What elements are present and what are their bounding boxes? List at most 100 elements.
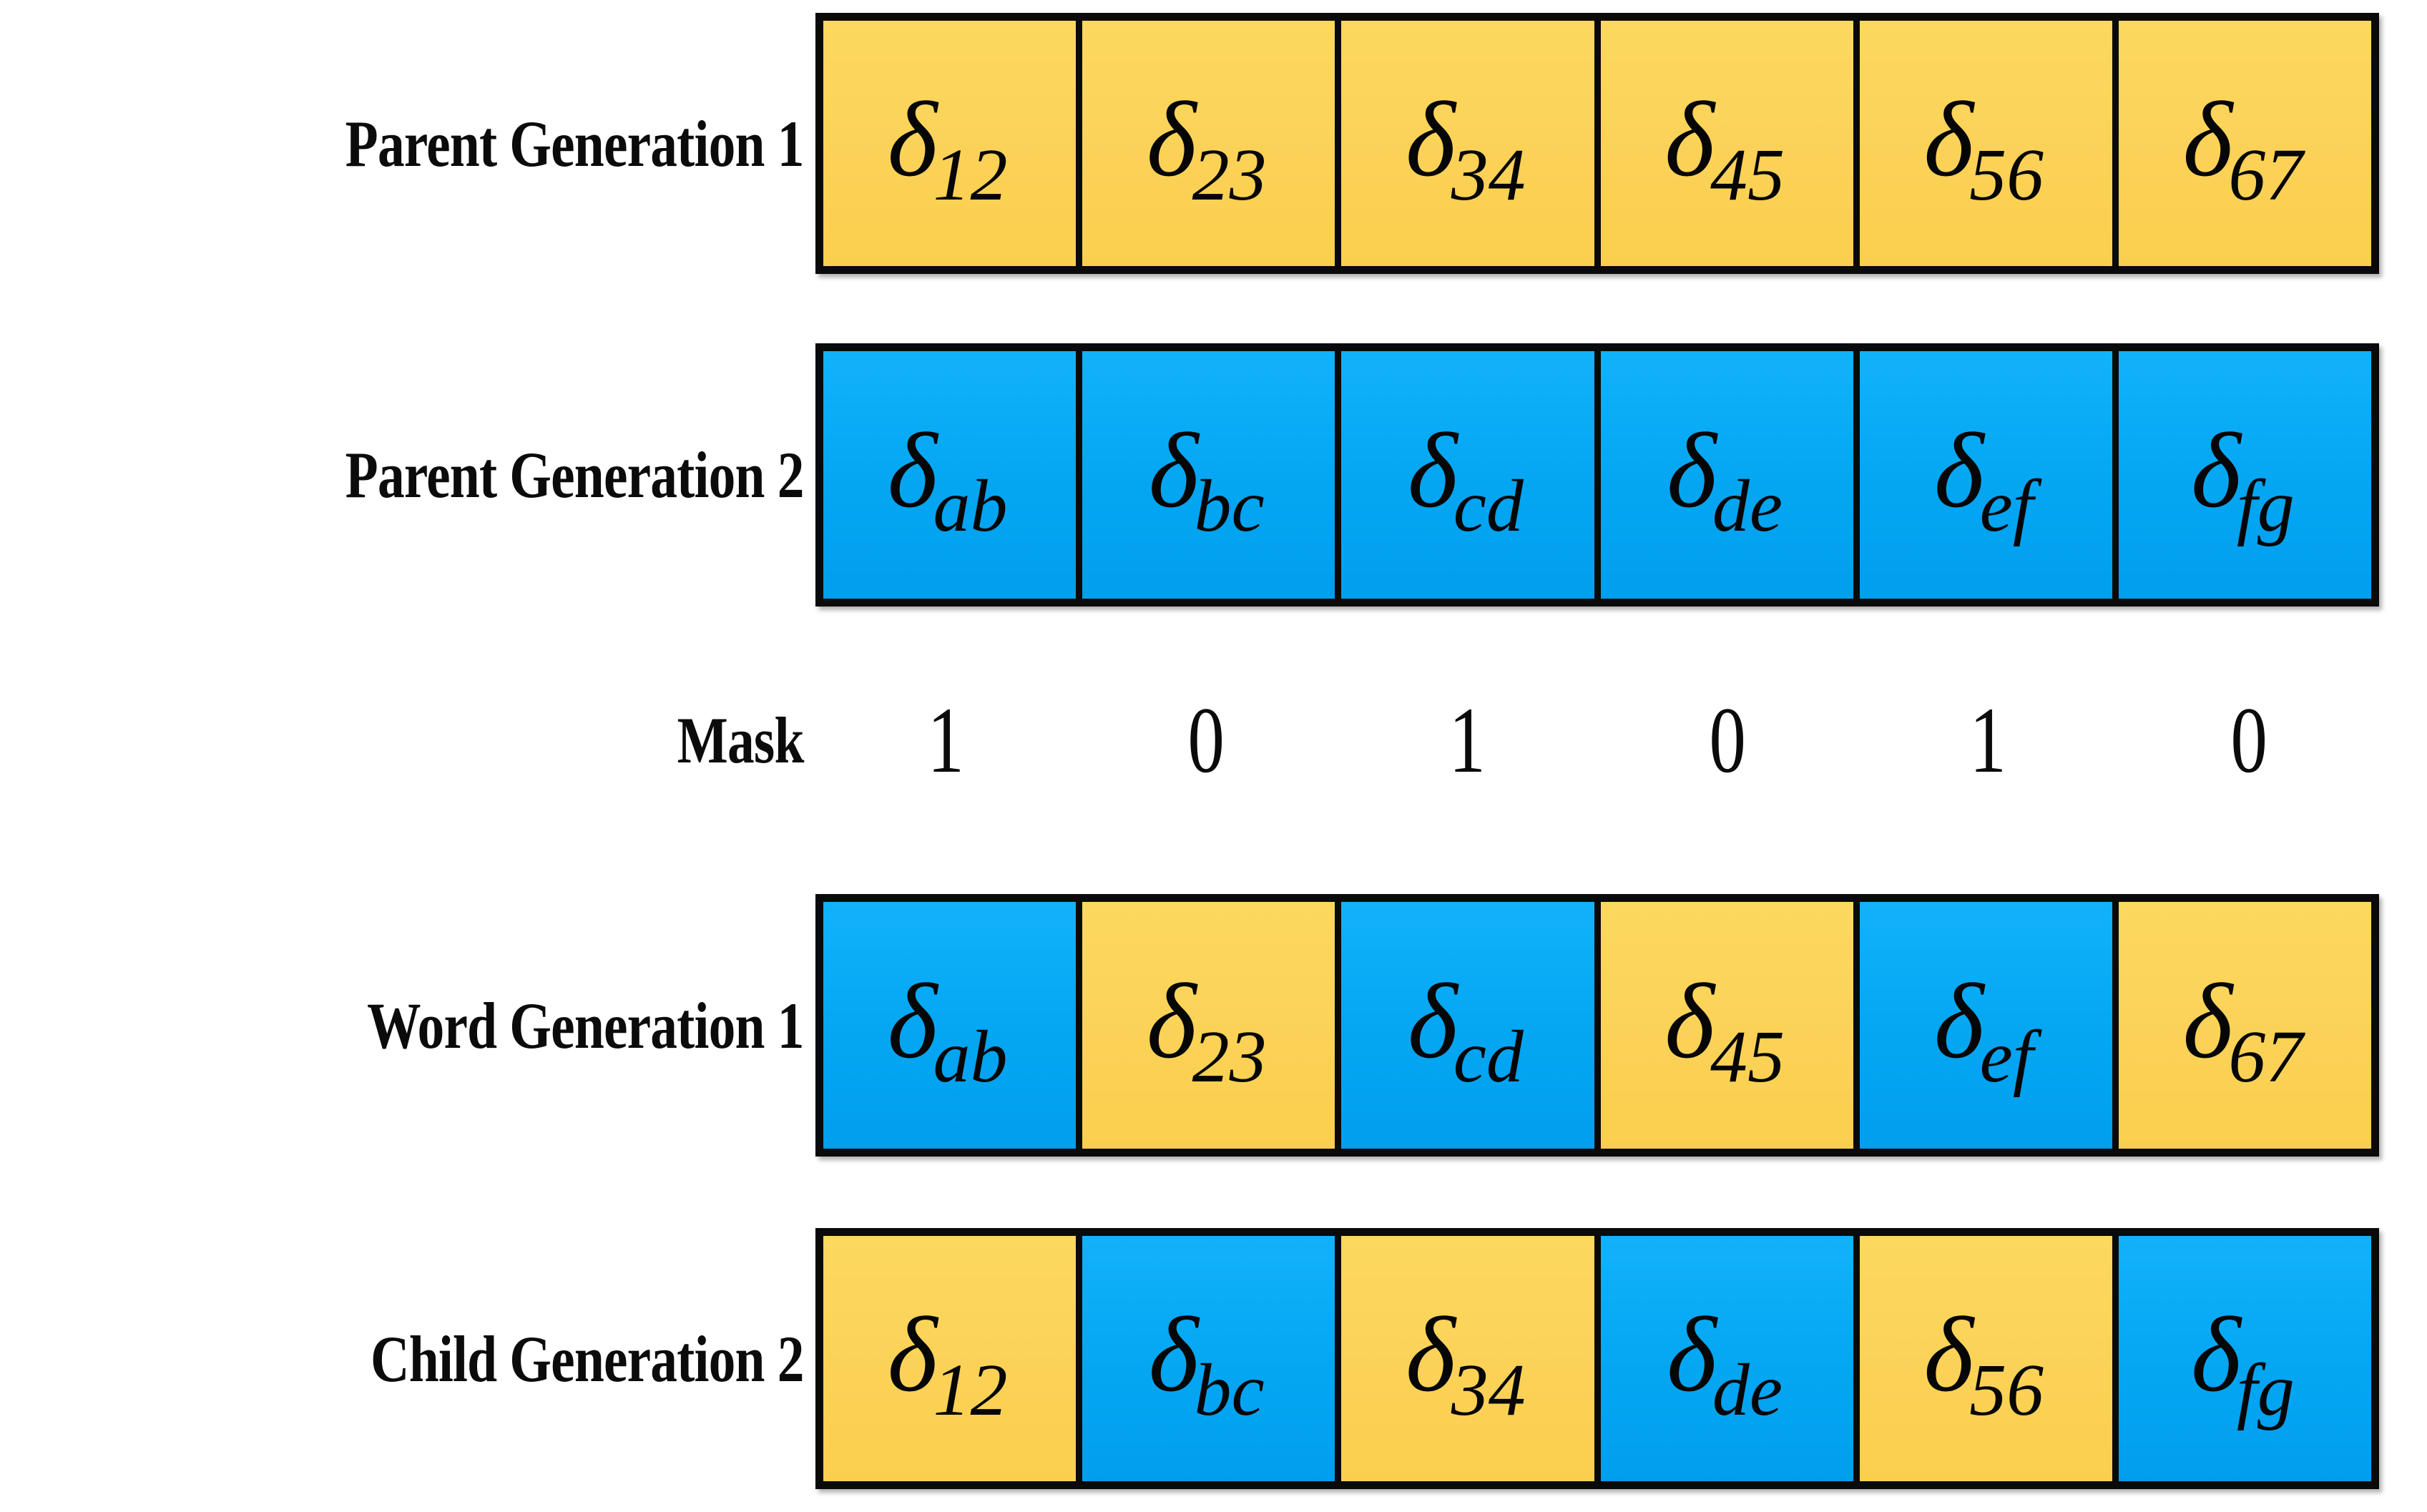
delta-symbol: δ [1664,79,1715,199]
chromosome-strip-child-generation-2: δ12 δbc δ34 δde δ56 δfg [815,1228,2379,1489]
delta-subscript: 67 [2228,133,2303,216]
delta-token: δde [1667,1301,1787,1428]
delta-subscript: fg [2236,465,2295,547]
gene-cell[interactable]: δ34 [1341,21,1601,266]
gene-cell[interactable]: δfg [2118,351,2372,599]
delta-subscript: bc [1194,465,1265,547]
mask-bit[interactable]: 0 [1187,687,1225,792]
mask-bit[interactable]: 1 [1448,687,1486,792]
mask-bit[interactable]: 1 [1969,687,2007,792]
delta-token: δ12 [888,1301,1012,1428]
chromosome-strip-parent-generation-2: δab δbc δcd δde δef δfg [815,343,2379,607]
gene-cell[interactable]: δcd [1341,351,1601,599]
gene-cell[interactable]: δ67 [2118,902,2372,1149]
delta-subscript: 12 [933,1348,1008,1431]
gene-cell[interactable]: δ12 [823,21,1083,266]
gene-cell[interactable]: δ67 [2118,21,2372,266]
delta-token: δ67 [2183,86,2308,212]
delta-token: δbc [1149,1301,1269,1428]
gene-cell[interactable]: δ45 [1600,21,1860,266]
gene-cell[interactable]: δ34 [1341,1236,1601,1481]
chromosome-strip-word-generation-1: δab δ23 δcd δ45 δef δ67 [815,894,2379,1157]
delta-symbol: δ [1407,961,1458,1081]
delta-token: δab [888,417,1012,544]
mask-bit[interactable]: 1 [927,687,964,792]
gene-cell[interactable]: δ23 [1082,21,1342,266]
row-parent-generation-2: Parent Generation 2 δab δbc δcd δde δef … [0,343,2427,607]
delta-token: δ56 [1923,1301,2048,1428]
row-label-word-generation-1: Word Generation 1 [367,988,804,1062]
delta-subscript: 45 [1710,1015,1785,1098]
delta-subscript: 34 [1451,1348,1526,1431]
delta-subscript: 67 [2228,1015,2303,1098]
delta-token: δef [1934,968,2038,1094]
delta-symbol: δ [1407,411,1458,530]
mask-bit[interactable]: 0 [2230,687,2267,792]
delta-symbol: δ [887,411,938,530]
row-parent-generation-1: Parent Generation 1 δ12 δ23 δ34 δ45 δ56 … [0,13,2427,274]
delta-symbol: δ [1148,411,1199,530]
gene-cell[interactable]: δ56 [1859,21,2119,266]
mask-bit[interactable]: 0 [1709,687,1746,792]
delta-subscript: bc [1194,1348,1265,1431]
gene-cell[interactable]: δab [823,902,1083,1149]
gene-cell[interactable]: δde [1600,351,1860,599]
delta-symbol: δ [1146,961,1197,1081]
delta-symbol: δ [1933,411,1984,530]
delta-symbol: δ [1667,411,1717,530]
gene-cell[interactable]: δab [823,351,1083,599]
delta-token: δ56 [1923,86,2048,212]
delta-token: δ23 [1147,86,1271,212]
delta-token: δcd [1408,968,1528,1094]
gene-cell[interactable]: δef [1859,351,2119,599]
delta-token: δ23 [1147,968,1271,1094]
gene-cell[interactable]: δde [1600,1236,1860,1481]
delta-symbol: δ [887,961,938,1081]
gene-cell[interactable]: δ23 [1082,902,1342,1149]
delta-token: δab [888,968,1012,1094]
delta-token: δ45 [1664,968,1789,1094]
delta-subscript: ab [933,1015,1008,1098]
delta-subscript: 56 [1969,1348,2044,1431]
delta-symbol: δ [1667,1295,1717,1414]
delta-symbol: δ [1664,961,1715,1081]
gene-cell[interactable]: δbc [1082,1236,1342,1481]
delta-symbol: δ [1933,961,1984,1081]
delta-symbol: δ [1148,1295,1199,1414]
gene-cell[interactable]: δfg [2118,1236,2372,1481]
row-word-generation-1: Word Generation 1 δab δ23 δcd δ45 δef δ6… [0,894,2427,1157]
row-child-generation-2: Child Generation 2 δ12 δbc δ34 δde δ56 δ… [0,1228,2427,1489]
gene-cell[interactable]: δ12 [823,1236,1083,1481]
delta-symbol: δ [2182,79,2233,199]
gene-cell[interactable]: δ45 [1600,902,1860,1149]
gene-cell[interactable]: δef [1859,902,2119,1149]
mask-strip: 1 0 1 0 1 0 [815,693,2379,787]
delta-symbol: δ [1923,1295,1974,1414]
chromosome-strip-parent-generation-1: δ12 δ23 δ34 δ45 δ56 δ67 [815,13,2379,274]
delta-token: δef [1934,417,2038,544]
delta-subscript: fg [2236,1348,2295,1431]
gene-cell[interactable]: δcd [1341,902,1601,1149]
delta-token: δ45 [1664,86,1789,212]
delta-symbol: δ [1406,79,1456,199]
delta-subscript: 45 [1710,133,1785,216]
delta-subscript: ef [1979,465,2034,547]
delta-subscript: cd [1453,1015,1524,1098]
row-label-mask: Mask [677,704,805,777]
delta-subscript: 12 [933,133,1008,216]
row-label-child-generation-2: Child Generation 2 [371,1322,804,1395]
row-label-parent-generation-2: Parent Generation 2 [345,438,805,511]
delta-token: δ67 [2183,968,2308,1094]
delta-symbol: δ [2182,961,2233,1081]
delta-symbol: δ [887,79,938,199]
gene-cell[interactable]: δ56 [1859,1236,2119,1481]
delta-token: δ34 [1406,1301,1530,1428]
row-label-parent-generation-1: Parent Generation 1 [345,107,805,180]
delta-token: δfg [2191,417,2299,544]
delta-symbol: δ [2191,1295,2241,1414]
delta-symbol: δ [1146,79,1197,199]
delta-subscript: de [1712,1348,1783,1431]
delta-symbol: δ [2191,411,2241,530]
gene-cell[interactable]: δbc [1082,351,1342,599]
delta-token: δde [1667,417,1787,544]
